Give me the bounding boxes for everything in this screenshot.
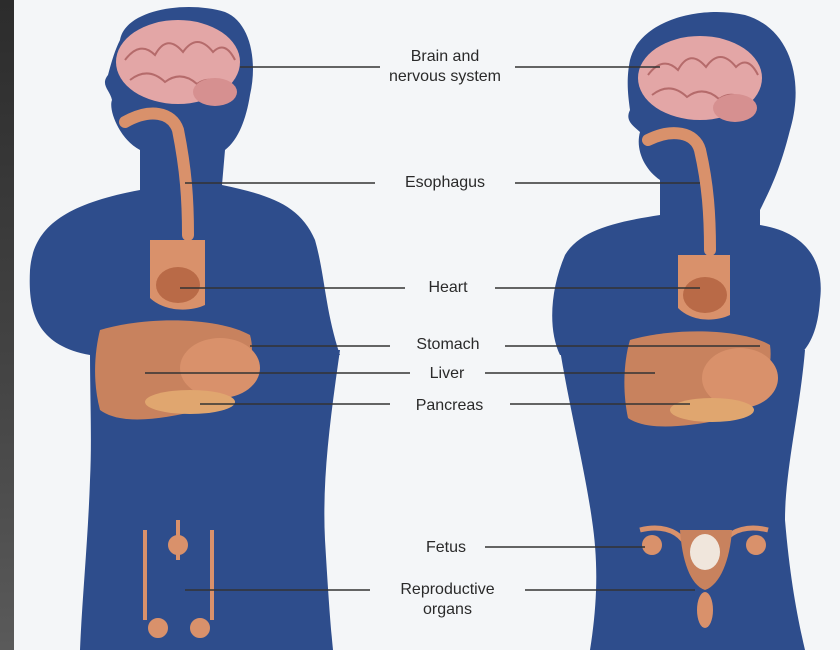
male-heart <box>150 240 205 310</box>
fetus-shape <box>690 534 720 570</box>
label-liver: Liver <box>412 364 482 384</box>
label-pancreas: Pancreas <box>392 396 507 416</box>
label-fetus: Fetus <box>410 538 482 558</box>
label-brain-and-nervous-system: Brain and nervous system <box>360 47 530 87</box>
label-reproductive-line1: Reproductive <box>370 580 525 600</box>
label-stomach: Stomach <box>393 335 503 355</box>
label-heart: Heart <box>408 278 488 298</box>
label-brain-line2: nervous system <box>360 67 530 87</box>
label-brain-line1: Brain and <box>360 47 530 67</box>
label-reproductive-organs: Reproductive organs <box>370 580 525 620</box>
label-esophagus: Esophagus <box>380 173 510 193</box>
label-reproductive-line2: organs <box>370 600 525 620</box>
